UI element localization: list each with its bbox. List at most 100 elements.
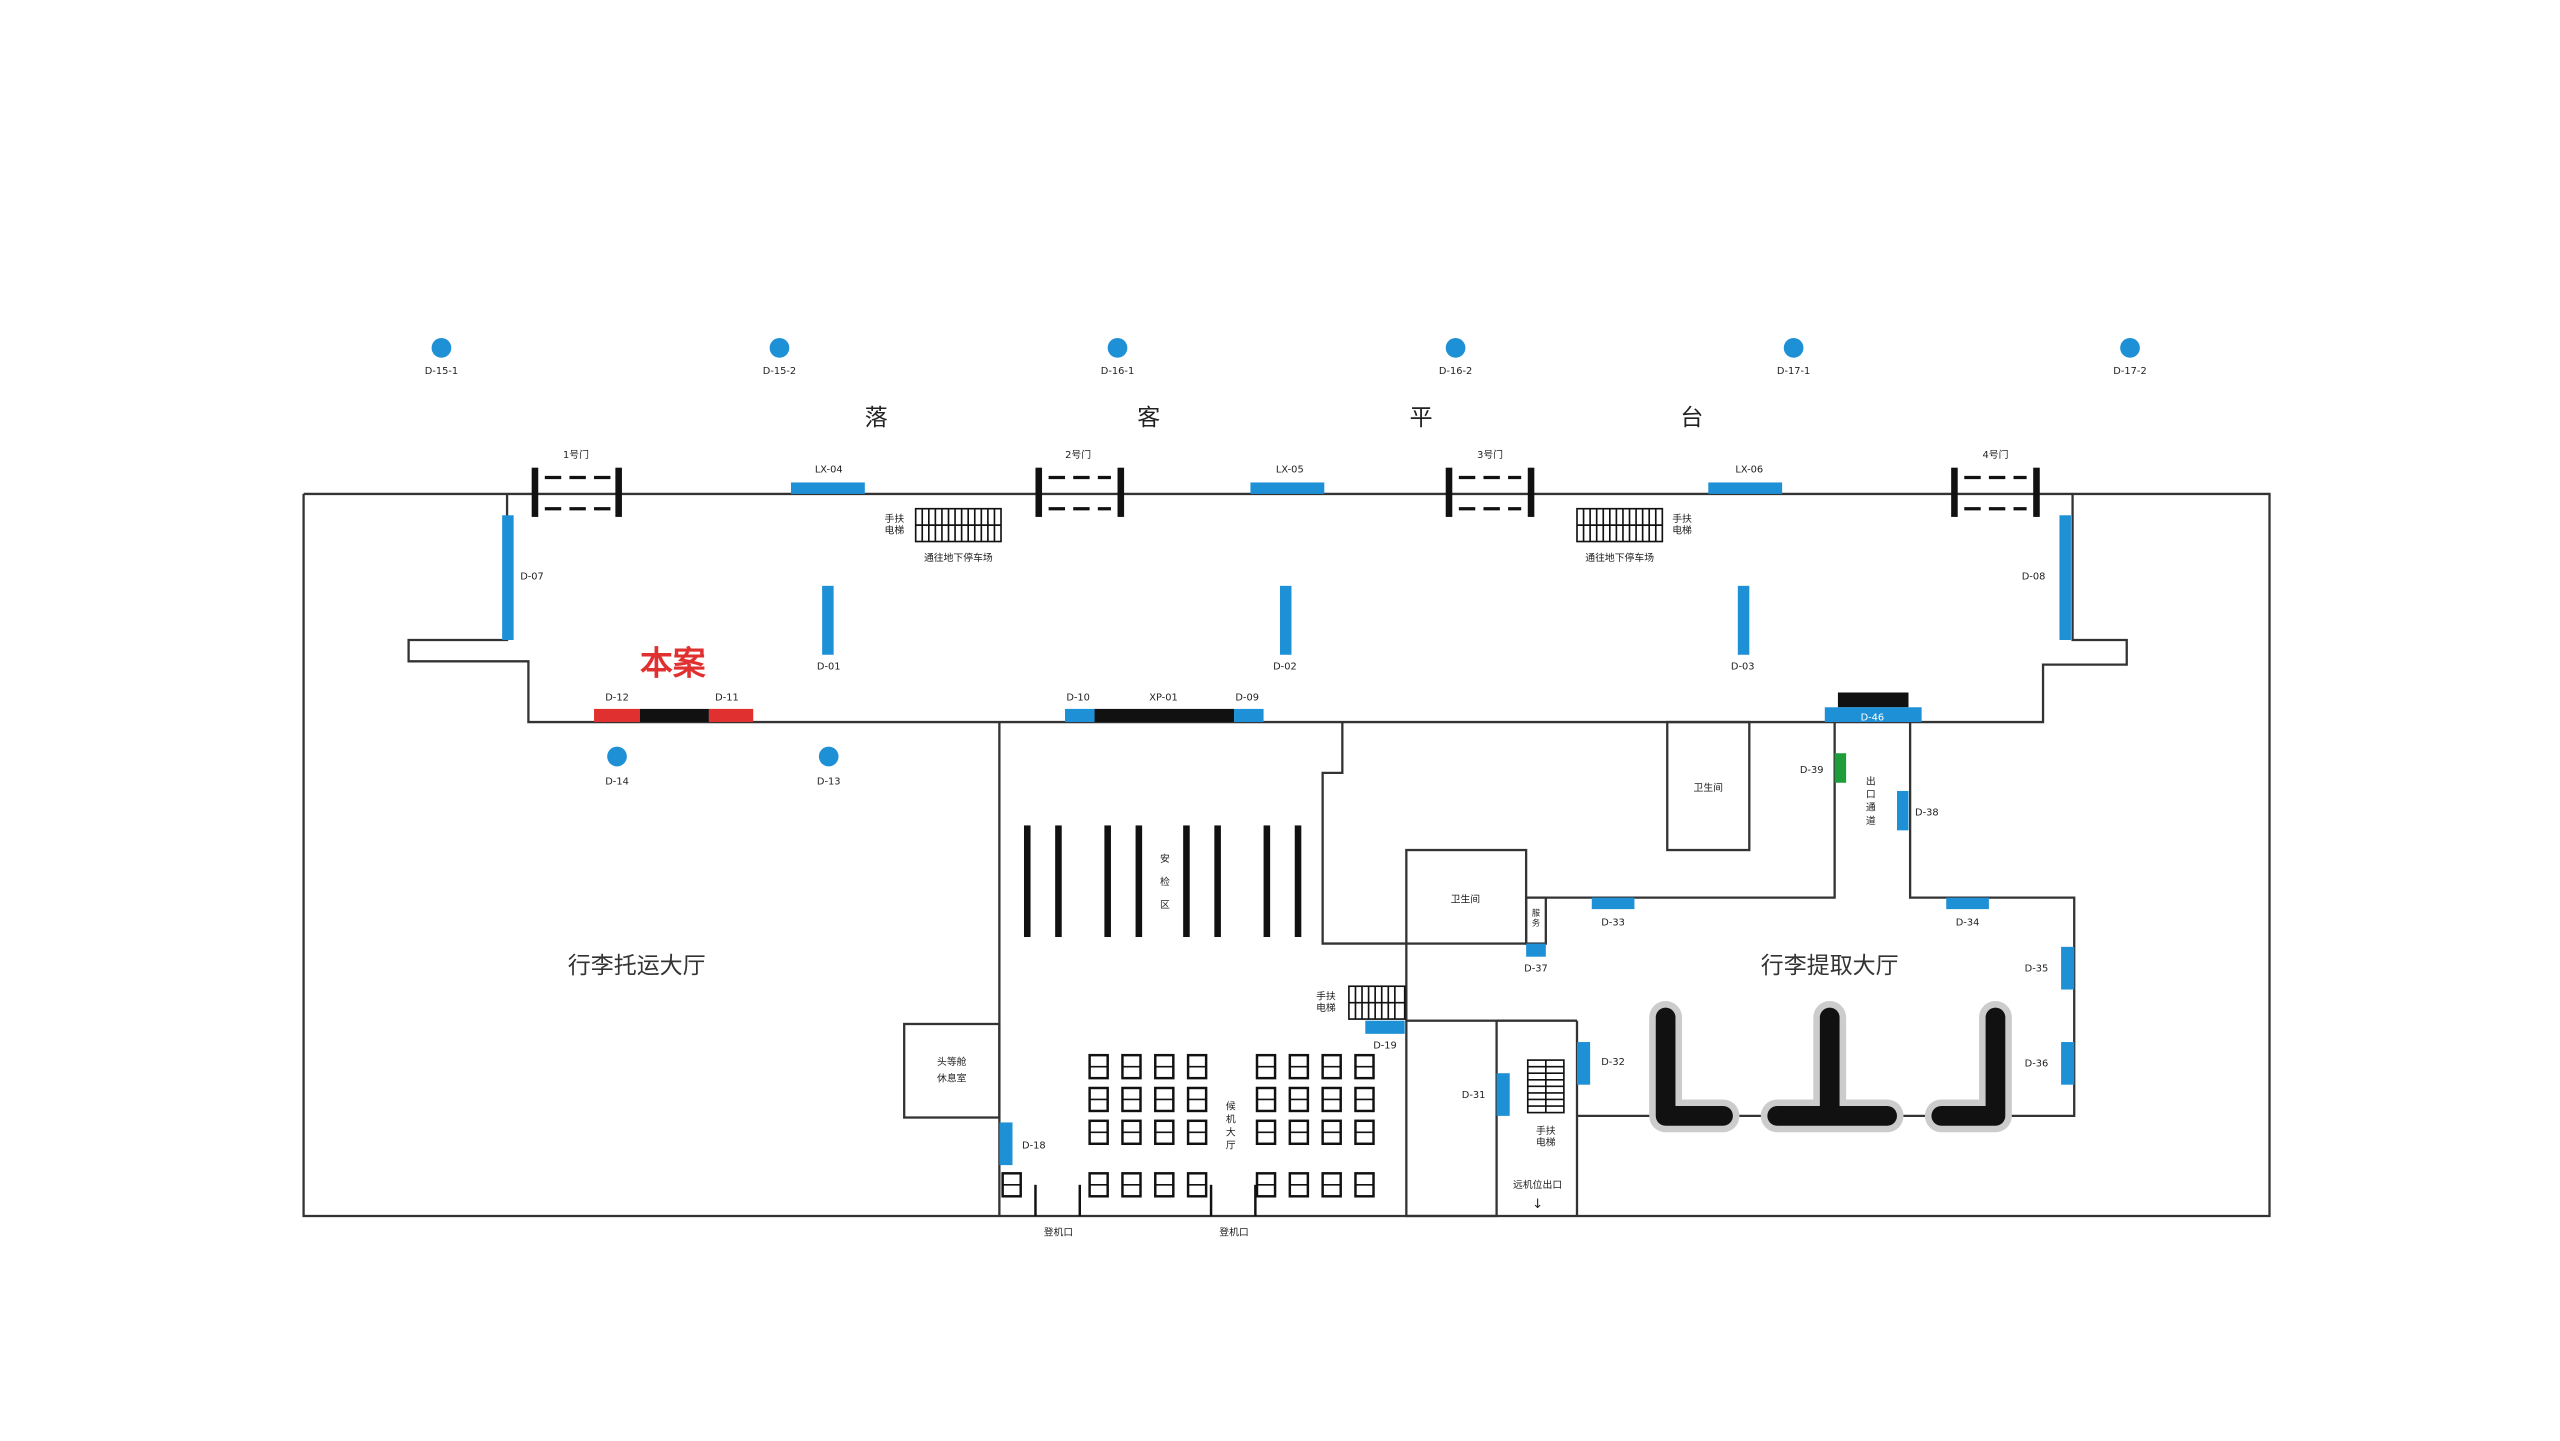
ad-spot-d36[interactable] <box>2061 1042 2075 1085</box>
ad-label: D-09 <box>1235 693 1259 704</box>
escalator-label: 手扶电梯 <box>1316 989 1336 1013</box>
ad-spot-d03[interactable] <box>1737 585 1750 655</box>
ad-spot-d18[interactable] <box>999 1122 1013 1166</box>
platform-char: 客 <box>1137 405 1160 431</box>
ad-spot-d01[interactable] <box>822 585 834 655</box>
ad-spot-d11[interactable] <box>708 708 754 723</box>
escalator-left: 手扶电梯 通往地下停车场 <box>885 507 1002 564</box>
ad-label: D-31 <box>1462 1090 1486 1101</box>
lounge-label: 头等舱休息室 <box>937 1055 967 1084</box>
ad-spot-d34[interactable] <box>1946 897 1989 910</box>
down-arrow-icon: ↓ <box>1532 1197 1543 1212</box>
ad-spot-xp01[interactable] <box>1094 708 1235 723</box>
ad-spot-d09[interactable] <box>1234 708 1264 723</box>
checkin-hall-label: 行李托运大厅 <box>568 953 706 979</box>
escalator-label: 手扶电梯 <box>885 512 905 536</box>
pillar-marker <box>431 338 452 358</box>
parking-label: 通往地下停车场 <box>924 551 993 564</box>
platform-char: 平 <box>1410 405 1433 431</box>
ad-spot-d35[interactable] <box>2061 946 2075 990</box>
pillar-marker <box>1107 338 1128 358</box>
wall-strip <box>1837 692 1909 708</box>
pillar-label: D-16-1 <box>1101 366 1134 377</box>
highlight-label: 本案 <box>640 644 706 682</box>
ad-spot-d02[interactable] <box>1279 585 1292 655</box>
ad-spot-d07[interactable] <box>502 515 514 640</box>
ad-spot-d14[interactable] <box>607 746 627 767</box>
ad-label: D-12 <box>605 693 629 704</box>
ad-spot-d38[interactable] <box>1896 790 1909 831</box>
ad-spot-lx05[interactable] <box>1250 482 1325 494</box>
pillar-marker <box>769 338 790 358</box>
ad-label: D-36 <box>2025 1059 2049 1070</box>
pillar-marker <box>1783 338 1804 358</box>
ad-spot-d13[interactable] <box>818 746 839 767</box>
ad-label: D-19 <box>1373 1041 1397 1052</box>
ad-label: LX-05 <box>1276 465 1304 476</box>
parking-label: 通往地下停车场 <box>1585 551 1654 564</box>
escalator-right: 手扶电梯 通往地下停车场 <box>1576 507 1692 564</box>
ad-spot-d46[interactable] <box>1824 707 1922 723</box>
ad-spot-d33[interactable] <box>1591 897 1635 910</box>
pillar-label: D-15-2 <box>763 366 796 377</box>
gate-1[interactable]: 1号门 <box>531 448 622 517</box>
gate-label: 2号门 <box>1065 448 1091 461</box>
remote-gate-label: 远机位出口 <box>1513 1178 1562 1191</box>
ad-spot-d10[interactable] <box>1065 708 1095 723</box>
ad-label: XP-01 <box>1149 693 1178 704</box>
pillar-label: D-17-1 <box>1777 366 1810 377</box>
platform-char: 台 <box>1680 405 1703 431</box>
ad-spot-d37[interactable] <box>1526 943 1546 957</box>
ad-spot-d19[interactable] <box>1365 1020 1405 1034</box>
ad-label: D-07 <box>520 571 544 582</box>
pillar-row: D-15-1 D-15-2 D-16-1 D-16-2 D-17-1 D-17-… <box>425 338 2147 377</box>
ad-spot-d32[interactable] <box>1577 1042 1591 1085</box>
exit-passage-label: 出口通道 <box>1866 774 1876 826</box>
pillar-marker <box>1445 338 1466 358</box>
boarding-gate-label: 登机口 <box>1219 1226 1248 1239</box>
toilet-label: 卫生间 <box>1694 781 1723 794</box>
waiting-hall-seats <box>1001 1053 1375 1198</box>
waiting-hall-label: 候机大厅 <box>1226 1099 1236 1151</box>
escalator-label: 手扶电梯 <box>1536 1124 1556 1148</box>
ad-spot-lx06[interactable] <box>1708 482 1783 494</box>
platform-char: 落 <box>865 405 888 431</box>
boarding-gate-1[interactable]: 登机口 <box>1034 1184 1082 1239</box>
ad-label: D-46 <box>1861 712 1885 723</box>
escalator-remote: 手扶电梯 <box>1526 1059 1565 1148</box>
pillar-label: D-17-2 <box>2113 366 2146 377</box>
ad-spot-d31[interactable] <box>1496 1073 1510 1116</box>
ad-label: D-35 <box>2025 963 2049 974</box>
ad-label: D-02 <box>1273 662 1297 673</box>
gate-2[interactable]: 2号门 <box>1035 448 1125 517</box>
escalator-mid: 手扶电梯 <box>1316 985 1406 1020</box>
ad-label: D-08 <box>2022 571 2046 582</box>
boarding-gate-2[interactable]: 登机口 <box>1209 1184 1257 1239</box>
ad-label: LX-06 <box>1735 465 1763 476</box>
ad-label: LX-04 <box>815 465 843 476</box>
toilet-label: 卫生间 <box>1451 893 1480 906</box>
ad-label: D-18 <box>1022 1141 1046 1152</box>
ad-label: D-13 <box>817 776 841 787</box>
ad-label: D-10 <box>1066 693 1090 704</box>
pillar-label: D-16-2 <box>1439 366 1472 377</box>
ad-label: D-11 <box>715 693 739 704</box>
gate-label: 3号门 <box>1477 448 1503 461</box>
security-lanes <box>1023 825 1302 938</box>
gate-4[interactable]: 4号门 <box>1951 448 2040 517</box>
ad-label: D-38 <box>1915 808 1939 819</box>
ad-label: D-37 <box>1524 963 1548 974</box>
ad-spot-d12[interactable] <box>594 708 640 723</box>
escalator-label: 手扶电梯 <box>1672 512 1692 536</box>
baggage-carousels <box>1649 1001 2012 1133</box>
gate-3[interactable]: 3号门 <box>1445 448 1535 517</box>
ad-label: D-32 <box>1601 1057 1625 1068</box>
ad-spot-d39[interactable] <box>1834 753 1847 783</box>
wall-strip <box>639 708 709 723</box>
ad-spot-d08[interactable] <box>2059 515 2071 640</box>
ad-spot-lx04[interactable] <box>790 482 865 494</box>
ad-label: D-14 <box>605 776 629 787</box>
gate-label: 4号门 <box>1982 448 2008 461</box>
